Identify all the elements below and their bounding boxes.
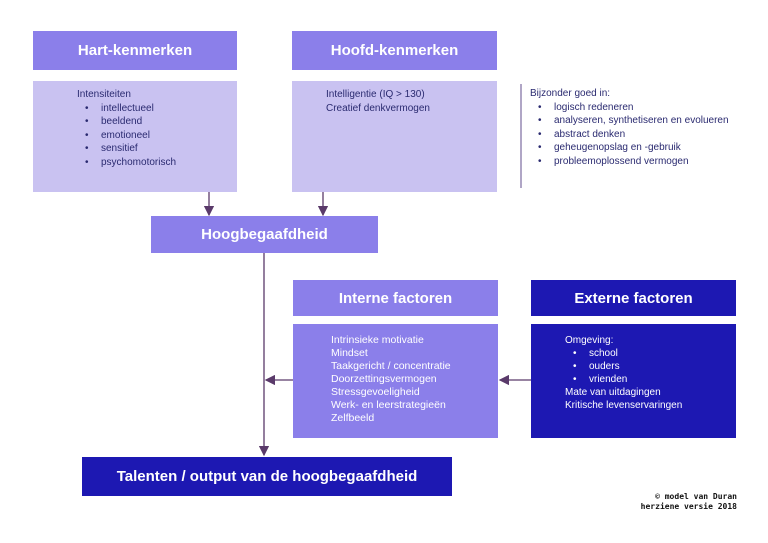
credit: © model van Duran herziene versie 2018 (600, 492, 737, 512)
bijzonder-heading: Bijzonder goed in: (530, 88, 611, 99)
output-box: Talenten / output van de hoogbegaafdheid (82, 457, 452, 496)
interne-item: Zelfbeeld (331, 412, 375, 424)
credit-line1: © model van Duran (655, 492, 737, 501)
hoofd-kenmerken-box: Intelligentie (IQ > 130) Creatief denkve… (292, 81, 497, 192)
hoofd-line: Intelligentie (IQ > 130) (326, 89, 425, 100)
list-item: school (565, 347, 736, 360)
hart-kenmerken-box: Intensiteiten intellectueel beeldend emo… (33, 81, 237, 192)
list-item: probleemoplossend vermogen (530, 155, 765, 169)
interne-item: Doorzettingsvermogen (331, 373, 437, 385)
externe-factoren-box: Omgeving: school ouders vrienden Mate va… (531, 324, 736, 438)
bijzonder-block: Bijzonder goed in: logisch redeneren ana… (530, 87, 765, 168)
list-item: beeldend (77, 115, 237, 129)
externe-factoren-title: Externe factoren (574, 289, 693, 307)
credit-line2: herziene versie 2018 (640, 502, 737, 511)
interne-item: Intrinsieke motivatie (331, 334, 424, 346)
hart-kenmerken-title: Hart-kenmerken (77, 42, 193, 59)
hart-kenmerken-header: Hart-kenmerken (33, 31, 237, 70)
externe-heading: Omgeving: (565, 335, 614, 346)
hart-list: intellectueel beeldend emotioneel sensit… (77, 102, 237, 170)
list-item: vrienden (565, 373, 736, 386)
interne-factoren-box: Intrinsieke motivatie Mindset Taakgerich… (293, 324, 498, 438)
list-item: logisch redeneren (530, 101, 765, 115)
externe-factoren-header: Externe factoren (531, 280, 736, 316)
interne-item: Werk- en leerstrategieën (331, 399, 446, 411)
externe-list: school ouders vrienden (565, 347, 736, 386)
hoofd-kenmerken-title: Hoofd-kenmerken (330, 42, 459, 59)
list-item: sensitief (77, 142, 237, 156)
output-title: Talenten / output van de hoogbegaafdheid (116, 468, 418, 485)
bijzonder-list: logisch redeneren analyseren, synthetise… (530, 101, 765, 169)
hoogbegaafdheid-box: Hoogbegaafdheid (151, 216, 378, 253)
hoogbegaafdheid-title: Hoogbegaafdheid (201, 226, 328, 243)
interne-item: Stressgevoeligheid (331, 386, 420, 398)
list-item: psychomotorisch (77, 156, 237, 170)
externe-line: Kritische levenservaringen (565, 400, 683, 411)
list-item: geheugenopslag en -gebruik (530, 141, 765, 155)
list-item: analyseren, synthetiseren en evolueren (530, 114, 765, 128)
externe-line: Mate van uitdagingen (565, 387, 661, 398)
interne-factoren-title: Interne factoren (338, 289, 453, 307)
hoofd-kenmerken-header: Hoofd-kenmerken (292, 31, 497, 70)
interne-item: Mindset (331, 347, 368, 359)
list-item: abstract denken (530, 128, 765, 142)
list-item: intellectueel (77, 102, 237, 116)
list-item: emotioneel (77, 129, 237, 143)
hoofd-line: Creatief denkvermogen (326, 102, 430, 114)
interne-item: Taakgericht / concentratie (331, 360, 451, 372)
list-item: ouders (565, 360, 736, 373)
interne-factoren-header: Interne factoren (293, 280, 498, 316)
hart-heading: Intensiteiten (77, 89, 131, 100)
